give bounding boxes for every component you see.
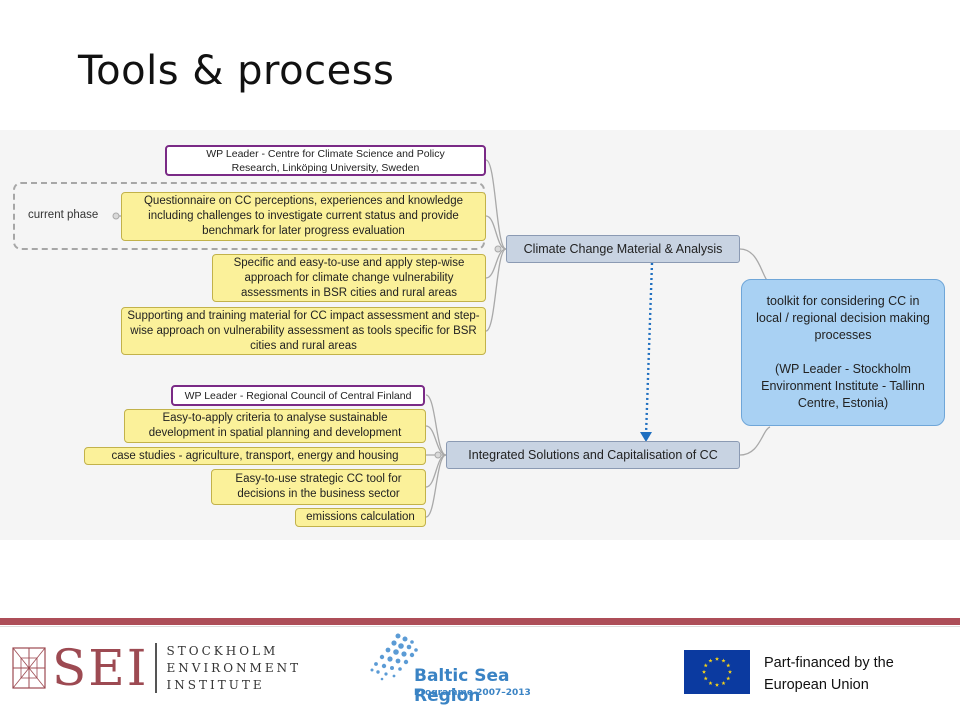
bsr-subtitle: Programme 2007–2013 [414,688,531,698]
branch-integrated-solutions: Integrated Solutions and Capitalisation … [446,441,740,469]
eu-star-icon [708,681,713,686]
sei-separator [154,643,157,693]
eu-star-icon [727,669,733,674]
current-phase-label: current phase [28,209,99,221]
branch2-item-strategic-tool: Easy-to-use strategic CC tool for decisi… [211,469,426,505]
connector-dot-icon [112,212,120,220]
sei-wordmark: STOCKHOLM ENVIRONMENT INSTITUTE [167,643,302,694]
eu-star-icon [703,676,708,681]
sei-logo: SEI STOCKHOLM ENVIRONMENT INSTITUTE [12,640,301,696]
eu-financing-line-1: Part-financed by the [764,655,894,671]
eu-stars-icon [701,656,733,687]
eu-financing-line-2: European Union [764,677,869,693]
link-branch2-central [739,426,771,456]
eu-star-icon [721,681,726,686]
eu-star-icon [708,658,713,663]
sei-letters: SEI [52,639,149,697]
link-b2-item1 [425,425,447,456]
branch1-leader: WP Leader - Centre for Climate Science a… [165,145,486,176]
link-branch1-central [739,248,771,284]
footer-divider [0,618,960,625]
eu-star-icon [703,663,708,668]
dotted-arrow-line [644,262,654,436]
footer-divider-shadow [0,626,960,627]
central-toolkit-node: toolkit for considering CC in local / re… [741,279,945,426]
eu-star-icon [721,658,726,663]
eu-star-icon [714,682,720,687]
connector-dot-icon [434,451,442,459]
link-b1-item1 [485,215,507,250]
link-b2-leader [425,394,447,456]
mind-map: current phase WP Leader - Centre for Cli… [0,130,960,540]
branch1-item-questionnaire: Questionnaire on CC perceptions, experie… [121,192,486,241]
branch2-item-criteria: Easy-to-apply criteria to analyse sustai… [124,409,426,443]
link-b1-leader [485,159,507,250]
slide-title: Tools & process [78,48,395,94]
baltic-dots-icon [370,633,418,681]
branch2-item-case-studies: case studies - agriculture, transport, e… [84,447,426,465]
eu-star-icon [726,676,731,681]
baltic-sea-region-logo: Baltic Sea Region Programme 2007–2013 [368,630,568,706]
eu-star-icon [726,663,731,668]
eu-financing-text: Part-financed by the European Union [764,652,894,696]
mind-map-connectors [112,159,771,518]
eu-flag [684,650,750,694]
branch-climate-change-material: Climate Change Material & Analysis [506,235,740,263]
connector-dot-icon [494,245,502,253]
link-b1-item3 [485,248,507,332]
sei-word-environment: ENVIRONMENT [166,660,302,675]
eu-star-icon [714,656,720,661]
sei-word-institute: INSTITUTE [166,677,265,692]
branch2-item-emissions: emissions calculation [295,508,426,527]
link-b2-item4 [425,454,447,518]
sei-word-stockholm: STOCKHOLM [166,643,279,658]
sei-emblem-icon [12,647,46,689]
branch1-item-vulnerability-approach: Specific and easy-to-use and apply step-… [212,254,486,302]
branch1-item-training-material: Supporting and training material for CC … [121,307,486,355]
branch2-leader: WP Leader - Regional Council of Central … [171,385,425,406]
bsr-title: Baltic Sea Region [414,666,510,706]
arrow-head-icon [640,432,652,442]
eu-star-icon [701,669,707,674]
